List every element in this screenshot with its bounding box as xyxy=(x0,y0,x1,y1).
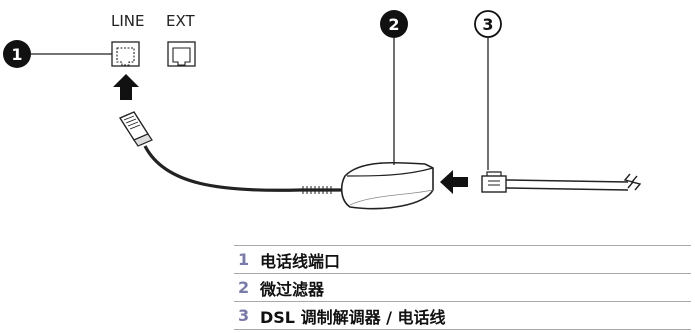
line-label: LINE xyxy=(111,12,144,30)
legend-table: 1 电话线端口 2 微过滤器 3 DSL 调制解调器 / 电话线 xyxy=(234,245,691,330)
callout-1-number: 1 xyxy=(11,45,22,64)
legend-text: 电话线端口 xyxy=(260,251,341,271)
connection-diagram: LINE EXT 1 2 xyxy=(3,10,642,210)
callout-2-number: 2 xyxy=(388,15,399,34)
ext-port xyxy=(167,41,196,67)
legend-number: 3 xyxy=(238,306,250,325)
dsl-plug xyxy=(481,171,507,193)
microfilter xyxy=(340,161,434,210)
callout-3-number: 3 xyxy=(482,15,493,34)
legend-number: 1 xyxy=(238,250,250,269)
legend-row: 3 DSL 调制解调器 / 电话线 xyxy=(234,302,691,330)
plug-in-arrow xyxy=(113,74,139,100)
dsl-line xyxy=(505,173,642,191)
legend-row: 2 微过滤器 xyxy=(234,274,691,302)
callout-2: 2 xyxy=(380,10,408,165)
legend-text: DSL 调制解调器 / 电话线 xyxy=(260,307,446,327)
callout-1: 1 xyxy=(3,40,112,68)
legend-number: 2 xyxy=(238,278,250,297)
line-port xyxy=(111,41,140,67)
legend-text: 微过滤器 xyxy=(260,279,325,299)
phone-cable xyxy=(143,145,345,192)
callout-3: 3 xyxy=(474,10,502,170)
rj11-plug xyxy=(118,111,153,147)
legend-row: 1 电话线端口 xyxy=(234,245,691,274)
ext-label: EXT xyxy=(166,12,195,30)
insert-arrow xyxy=(440,170,468,194)
